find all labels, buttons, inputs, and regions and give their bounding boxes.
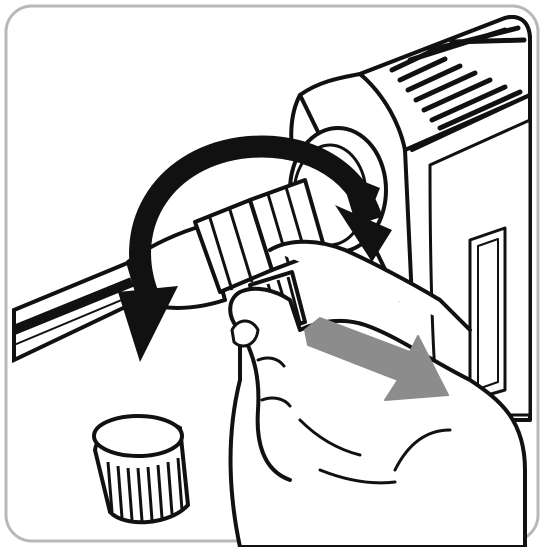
- knurled-knob: [94, 416, 188, 522]
